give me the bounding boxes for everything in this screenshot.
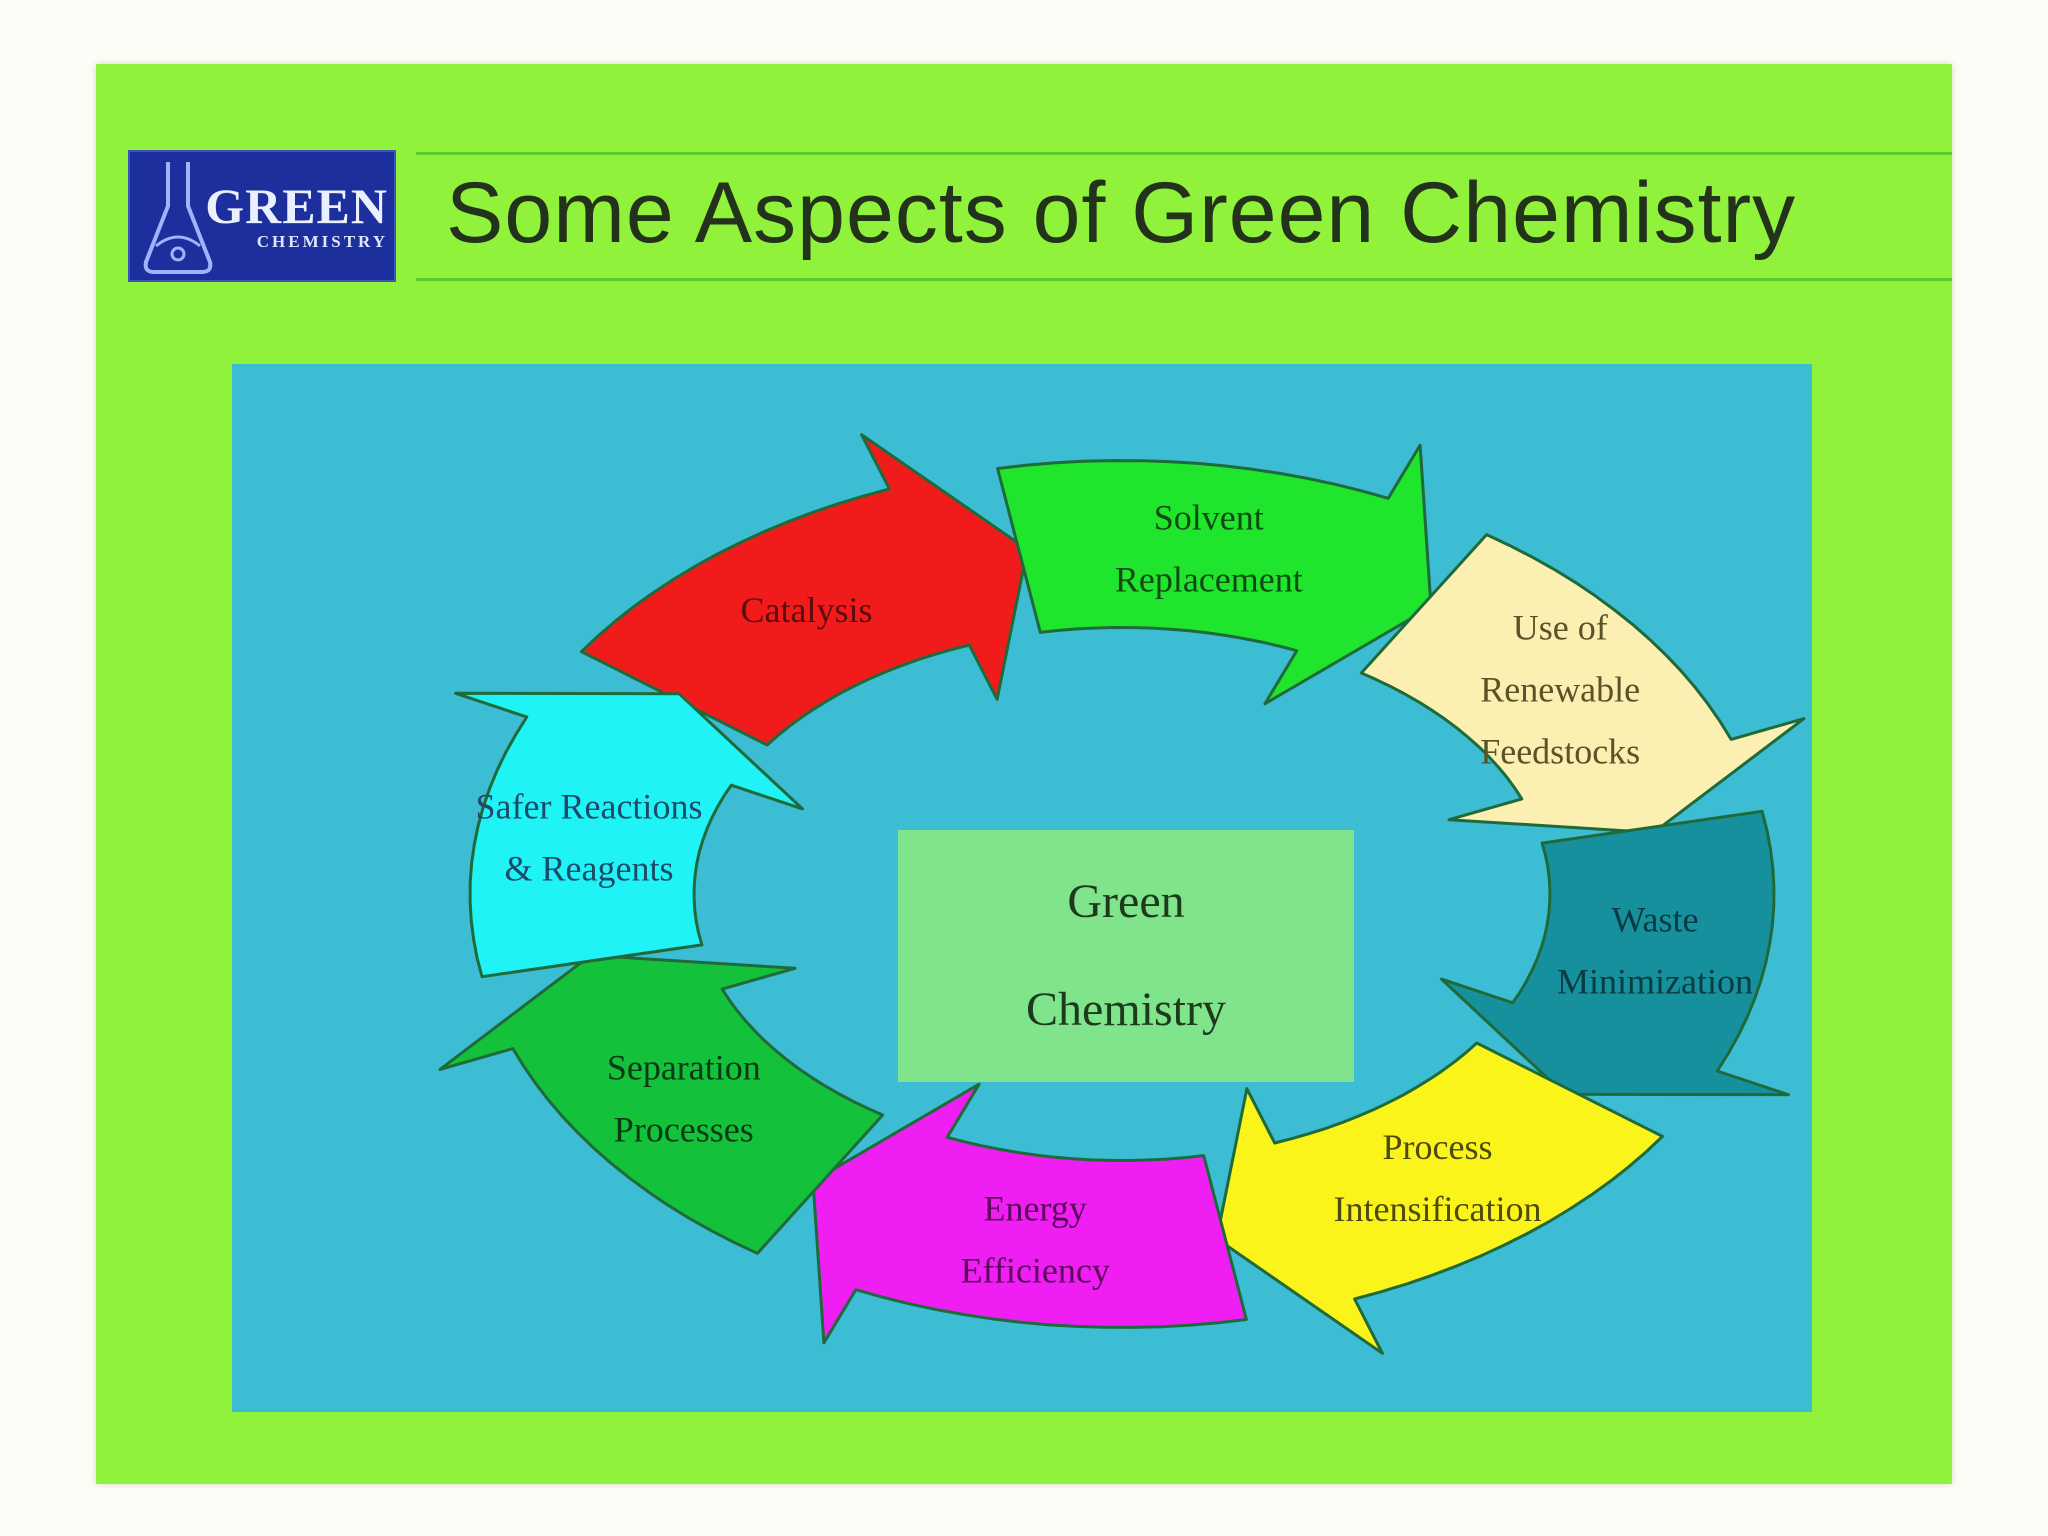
label-line: Replacement: [1115, 560, 1303, 600]
title-rule-bottom: [416, 278, 1952, 281]
page-title: Some Aspects of Green Chemistry: [446, 165, 1797, 261]
arrow-renewable-feedstocks: [1359, 533, 1806, 835]
label-catalysis: Catalysis: [741, 590, 873, 630]
label-line: Safer Reactions: [476, 787, 703, 827]
label-line: Solvent: [1154, 498, 1264, 538]
center-label-line1: Green: [1067, 875, 1185, 928]
arrow-waste-minimization: [1440, 809, 1790, 1097]
slide: GREEN CHEMISTRY Some Aspects of Green Ch…: [96, 64, 1952, 1484]
center-label-line2: Chemistry: [1026, 983, 1226, 1036]
arrow-energy-efficiency: [811, 1082, 1248, 1345]
arrow-catalysis: [580, 433, 1029, 747]
label-safer-reactions: Safer Reactions & Reagents: [476, 787, 703, 889]
arrow-solvent-replacement: [996, 443, 1433, 706]
arrow-separation-processes: [438, 953, 885, 1255]
logo-subtext: CHEMISTRY: [256, 232, 388, 251]
label-line: Minimization: [1557, 961, 1753, 1001]
center-box: Green Chemistry: [898, 830, 1354, 1082]
label-line: Processes: [614, 1110, 754, 1150]
label-line: Intensification: [1334, 1189, 1542, 1229]
label-line: Efficiency: [961, 1250, 1110, 1290]
arrow-process-intensification: [1215, 1041, 1664, 1355]
label-line: Waste: [1611, 899, 1698, 939]
label-line: Use of: [1513, 608, 1608, 648]
flask-icon: [143, 162, 213, 274]
label-line: & Reagents: [505, 849, 674, 889]
label-line: Feedstocks: [1480, 732, 1640, 772]
label-line: Catalysis: [741, 590, 873, 630]
label-line: Process: [1383, 1127, 1493, 1167]
label-line: Renewable: [1480, 670, 1640, 710]
green-chemistry-logo: GREEN CHEMISTRY: [128, 150, 396, 282]
label-line: Energy: [984, 1188, 1087, 1228]
label-line: Separation: [607, 1048, 761, 1088]
logo-word: GREEN: [205, 178, 388, 234]
arrow-safer-reactions: [454, 691, 804, 979]
title-rule-top: [416, 152, 1952, 155]
